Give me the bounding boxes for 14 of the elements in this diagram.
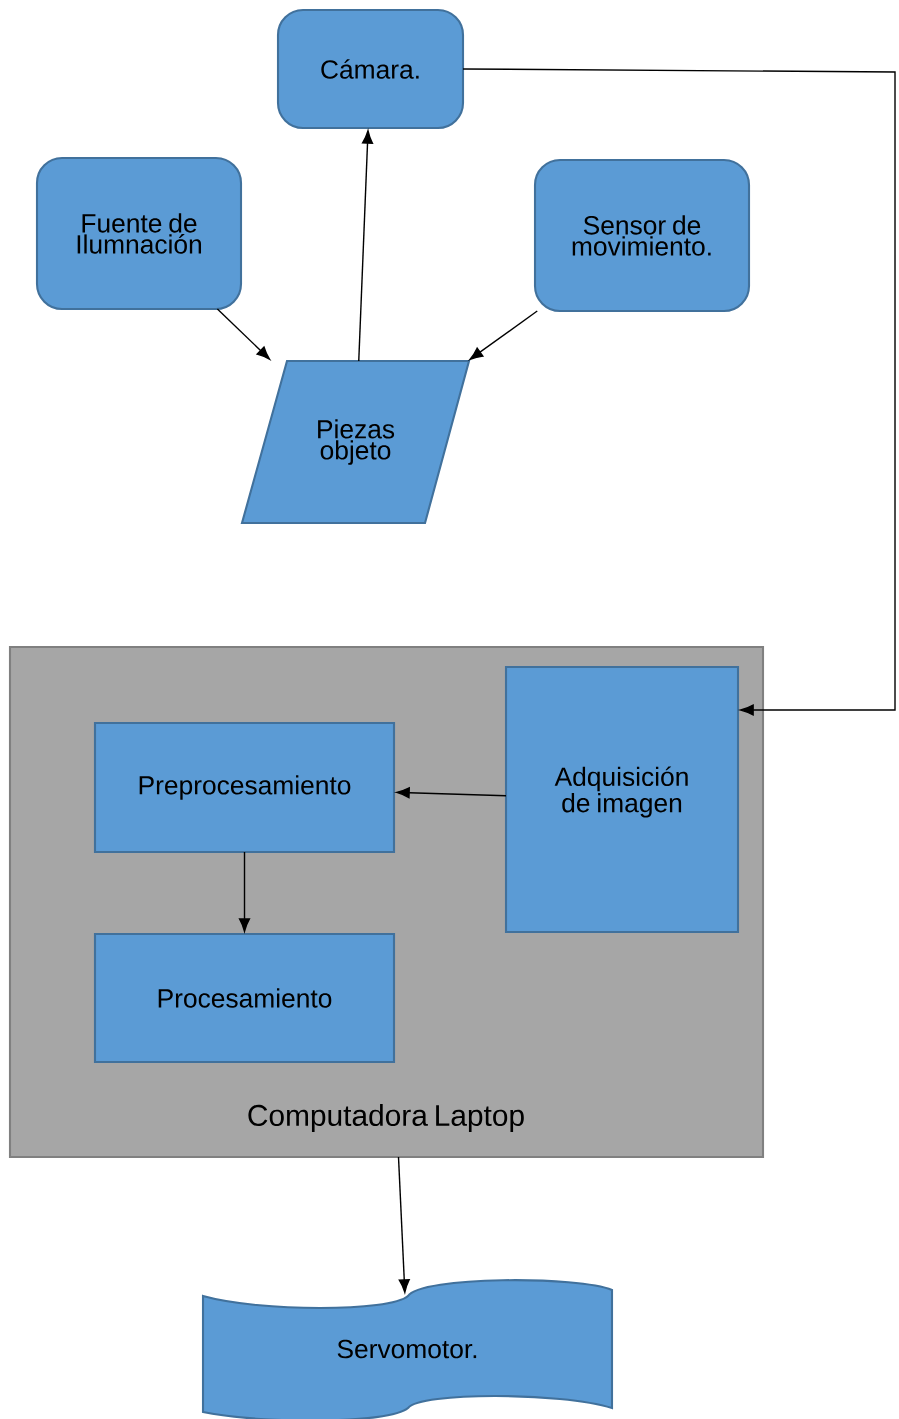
process-box: Procesamiento [93,932,396,1064]
process-box: Adquisición de imagen [504,665,740,934]
arrow [358,130,374,362]
arrow [462,68,896,716]
arrow [216,308,271,360]
arrow [396,787,507,799]
arrow [397,1156,410,1293]
rounded-box: Sensor de movimiento. [533,158,751,313]
rounded-box: Fuente de Ilumnación [35,156,243,311]
rounded-box: Cámara. [276,8,465,130]
process-box: Preprocesamiento [93,721,396,854]
arrow [238,851,251,932]
arrow [469,310,538,361]
parallelogram: Piezas objeto [240,359,471,525]
